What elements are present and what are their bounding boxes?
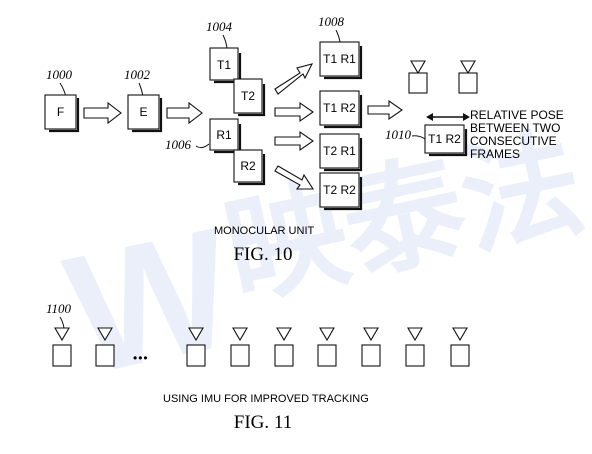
ref-1002: 1002 — [124, 67, 151, 82]
ellipsis: ••• — [133, 351, 149, 365]
relative-pose-line: RELATIVE POSE — [470, 108, 564, 122]
lead-1010 — [411, 135, 426, 140]
box-pose-t1r2: T1 R2 — [424, 124, 468, 157]
camera-icon — [95, 327, 115, 367]
arrow-f-to-e — [83, 101, 122, 125]
relative-pose-text: RELATIVE POSE BETWEEN TWO CONSECUTIVE FR… — [470, 108, 564, 161]
box-t2r1-label: T2 R1 — [323, 144, 356, 158]
camera-icon — [52, 327, 72, 367]
lead-1008 — [335, 29, 341, 43]
box-r2-label: R2 — [240, 159, 256, 173]
camera-icon — [317, 327, 337, 367]
box-t1r1: T1 R1 — [319, 41, 363, 80]
box-f: F — [44, 94, 80, 133]
box-t2-label: T2 — [241, 89, 255, 103]
box-t2r1: T2 R1 — [319, 133, 363, 172]
arrow-to-t2r2 — [274, 165, 315, 190]
arrow-to-t1r1 — [274, 63, 314, 95]
camera-icon — [450, 327, 470, 367]
arrow-to-t1r2 — [274, 101, 314, 123]
fig10-diagram: 1000 1002 1004 1006 1008 1010 F E — [44, 14, 564, 265]
arrow-e-to-frames — [166, 101, 203, 125]
ref-1100: 1100 — [46, 301, 72, 316]
relative-pose-line: BETWEEN TWO — [470, 121, 560, 135]
fig11-caption: USING IMU FOR IMPROVED TRACKING — [163, 393, 369, 405]
box-t1r1-label: T1 R1 — [323, 52, 356, 66]
fig11-label: FIG. 11 — [234, 412, 292, 433]
box-f-label: F — [57, 105, 64, 119]
box-t2: T2 — [233, 78, 266, 117]
box-t1-label: T1 — [217, 58, 231, 72]
relative-pose-line: CONSECUTIVE — [470, 134, 557, 148]
box-t1r2-label: T1 R2 — [323, 101, 356, 115]
camera-icon — [186, 327, 206, 367]
box-t2r2: T2 R2 — [319, 172, 363, 211]
camera-icon — [361, 327, 381, 367]
box-r1: R1 — [209, 118, 242, 154]
fig10-label: FIG. 10 — [233, 244, 292, 265]
box-t2r2-label: T2 R2 — [323, 183, 356, 197]
double-arrow-icon — [426, 113, 470, 121]
imu-camera-row — [52, 327, 470, 367]
box-t1r2: T1 R2 — [319, 90, 363, 129]
ref-1004: 1004 — [206, 19, 233, 34]
camera-icon — [274, 327, 294, 367]
camera-icon — [230, 327, 250, 367]
lead-1006 — [195, 143, 210, 149]
lead-1004 — [222, 34, 228, 49]
fig10-caption: MONOCULAR UNIT — [214, 225, 315, 237]
box-t1: T1 — [209, 47, 242, 84]
ref-1010: 1010 — [385, 127, 412, 142]
ref-1006: 1006 — [165, 137, 192, 152]
box-pose-t1r2-label: T1 R2 — [428, 132, 461, 146]
box-e: E — [127, 94, 163, 133]
ref-1008: 1008 — [318, 14, 345, 29]
camera-icon — [458, 60, 478, 94]
camera-icon — [408, 60, 428, 94]
watermark-latin: W — [52, 192, 249, 411]
box-r1-label: R1 — [216, 128, 232, 142]
relative-pose-line: FRAMES — [470, 147, 520, 161]
ref-1000: 1000 — [46, 67, 73, 82]
arrow-to-pose — [367, 99, 403, 121]
box-e-label: E — [139, 105, 147, 119]
lead-1100 — [59, 316, 65, 329]
box-r2: R2 — [233, 149, 266, 186]
arrow-to-t2r1 — [274, 130, 314, 152]
fig11-diagram: 1100 ••• USING IMU FOR IMPROVED TRACKING… — [46, 301, 470, 433]
camera-icon — [405, 327, 425, 367]
